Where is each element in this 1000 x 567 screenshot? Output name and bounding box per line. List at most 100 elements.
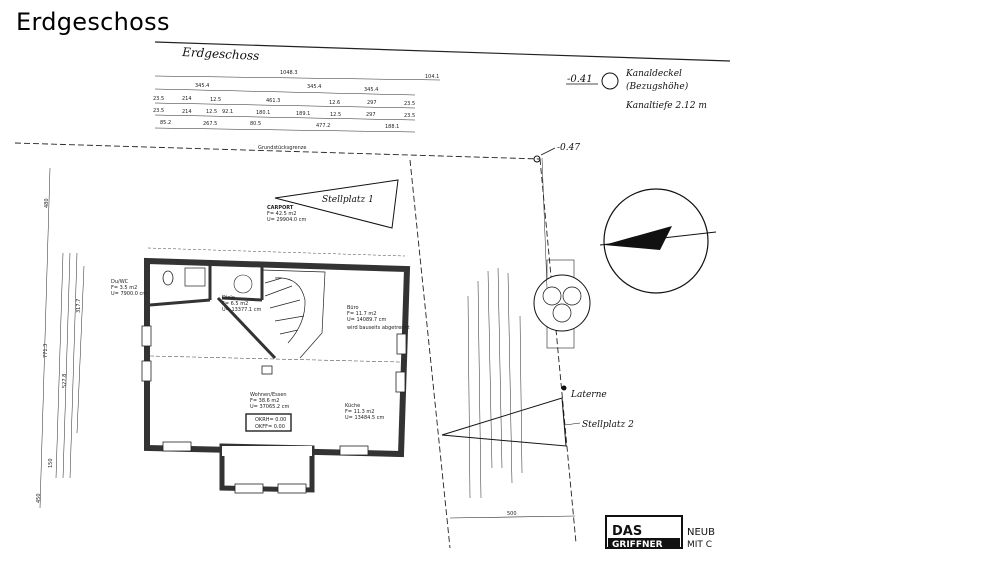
room-name: Diele: [222, 295, 235, 301]
dim-label: 92.1: [222, 109, 233, 115]
room-perimeter: U= 37065.2 cm: [250, 404, 289, 410]
room-labels: Du/WC F= 3.5 m2 U= 7900.0 cm Diele F= 6.…: [111, 279, 410, 421]
carport-label: CARPORT: [267, 205, 294, 211]
stellplatz-2-triangle: [441, 397, 567, 447]
room-perimeter: U= 7900.0 cm: [111, 291, 147, 297]
tree-icon: [533, 259, 591, 349]
room-perimeter: U= 13484.5 cm: [345, 415, 384, 421]
room-name: Büro: [347, 305, 359, 311]
level-marker-icon: [533, 155, 541, 163]
legend-kanaldeckel: Kanaldeckel: [625, 69, 682, 79]
dim-label: 297: [366, 112, 376, 118]
floor-plan: Erdgeschoss 1048.3 104.1 345.4 345.4 345…: [0, 38, 1000, 563]
dim-label: 180.1: [256, 110, 270, 116]
dim-left: 317.7: [76, 299, 82, 313]
sheet-top-border: [154, 41, 731, 62]
dim-label: 477.2: [316, 123, 330, 129]
toilet-icon: [162, 270, 174, 286]
dim-label: 188.1: [385, 124, 399, 130]
road-dim-label: 500: [507, 511, 517, 517]
floor-plan-drawing: Erdgeschoss 1048.3 104.1 345.4 345.4 345…: [10, 38, 735, 550]
legend-bezugshoehe: (Bezugshöhe): [626, 81, 689, 92]
carport-perimeter: U= 29904.0 cm: [267, 217, 306, 223]
laterne-icon: [561, 385, 567, 391]
title-block-text1: NEUB: [687, 527, 715, 538]
logo-griffner: GRIFFNER: [612, 540, 663, 550]
stellplatz-2-label: Stellplatz 2: [582, 420, 634, 430]
room-name: Küche: [345, 403, 360, 409]
house-walls: [144, 257, 411, 493]
room-area: F= 38.6 m2: [250, 398, 279, 404]
title-block-text2: MIT C: [687, 540, 712, 550]
stellplatz-1-label: Stellplatz 1: [322, 195, 374, 205]
dim-left: 150: [48, 458, 54, 468]
left-dimension-lines: [39, 167, 85, 509]
dim-label: 1048.3: [280, 70, 298, 76]
dim-label: 85.2: [160, 120, 171, 126]
level-stamp: OKRH= 0.00 OKFF= 0.00: [245, 365, 292, 432]
room-area: F= 6.5 m2: [222, 301, 248, 307]
buero-note: wird bauseits abgetrennt: [347, 325, 410, 331]
dim-label: 23.5: [404, 113, 415, 119]
right-dimension-lines: [467, 157, 548, 499]
north-arrow-icon: [599, 188, 717, 294]
fireplace-icon: [261, 365, 273, 375]
carport-outline: [147, 247, 406, 257]
dim-label: 461.3: [266, 98, 280, 104]
dim-label: 267.5: [203, 121, 217, 127]
dim-label: 12.5: [210, 97, 221, 103]
stamp-line2: OKFF= 0.00: [255, 424, 285, 430]
dim-left: 771.3: [43, 344, 49, 358]
dim-label: 23.5: [404, 101, 415, 107]
dim-label: 345.4: [195, 83, 209, 89]
shower-icon: [184, 267, 206, 287]
page-title: Erdgeschoss: [16, 8, 170, 36]
kanaldeckel-circle-icon: [601, 72, 619, 90]
windows: [141, 325, 407, 494]
property-boundary: [14, 142, 541, 160]
dim-label: 12.5: [206, 109, 217, 115]
dim-label: 345.4: [364, 87, 378, 93]
legend-kanaltiefe: Kanaltiefe 2.12 m: [625, 101, 707, 111]
room-area: F= 3.5 m2: [111, 285, 137, 291]
property-boundary-east: [539, 158, 577, 544]
stamp-line1: OKRH= 0.00: [255, 417, 286, 423]
dim-label: 12.6: [329, 100, 340, 106]
legend-level: -0.41: [567, 74, 593, 85]
dim-label: 189.1: [296, 111, 310, 117]
room-area: F= 11.3 m2: [345, 409, 374, 415]
staircase: [261, 269, 326, 359]
grundstuecksgrenze-label: Grundstücksgrenze: [258, 145, 307, 151]
laterne-label: Laterne: [570, 390, 607, 400]
room-name: Wohnen/Essen: [250, 392, 287, 398]
room-name: Du/WC: [111, 279, 129, 285]
dim-label: 214: [182, 109, 192, 115]
room-area: F= 11.7 m2: [347, 311, 376, 317]
dim-label: 104.1: [425, 74, 439, 80]
dim-label: 23.5: [153, 108, 164, 114]
road-dimension: [449, 515, 576, 519]
stellplatz-1-triangle: [274, 179, 399, 229]
dim-label: 12.5: [330, 112, 341, 118]
dim-left: 480: [44, 198, 50, 208]
handwritten-title: Erdgeschoss: [181, 45, 260, 63]
carport-area: F= 42.5 m2: [267, 211, 296, 217]
dim-left: 450: [36, 493, 42, 503]
title-block: DAS GRIFFNER NEUB MIT C: [605, 515, 715, 550]
dim-left: 527.8: [62, 374, 68, 388]
door-swing-icon: [233, 274, 253, 294]
dim-label: 23.5: [153, 96, 164, 102]
outer-wall: [144, 257, 411, 458]
corner-level: -0.47: [557, 143, 580, 153]
top-dimension-chains: [154, 75, 441, 133]
room-perimeter: U= 14089.7 cm: [347, 317, 386, 323]
top-dimension-labels: 1048.3 104.1 345.4 345.4 345.4 23.5 214 …: [153, 70, 439, 130]
plan-sheet: [10, 38, 735, 548]
dim-label: 297: [367, 100, 377, 106]
room-perimeter: U= 13377.1 cm: [222, 307, 261, 313]
property-boundary-inner: [409, 159, 451, 549]
dim-label: 80.5: [250, 121, 261, 127]
kanaldeckel-legend: -0.41 Kanaldeckel (Bezugshöhe) Kanaltief…: [566, 69, 707, 111]
dim-label: 345.4: [307, 84, 321, 90]
dim-label: 214: [182, 96, 192, 102]
